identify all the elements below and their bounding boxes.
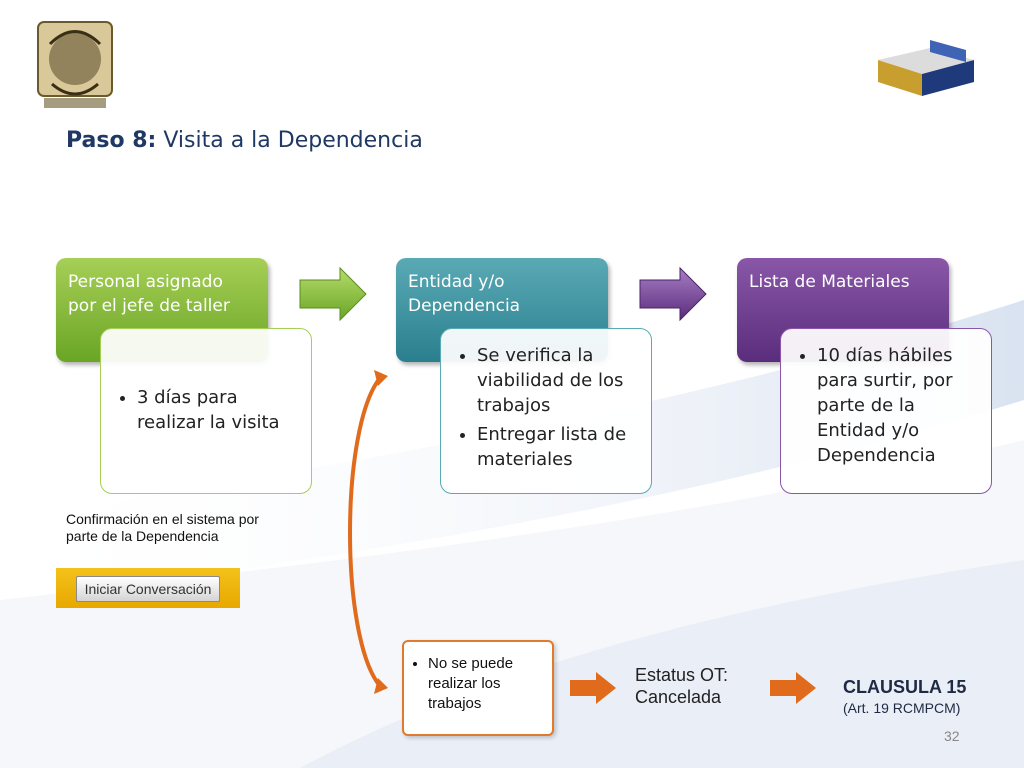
stage-bullet: 3 días para realizar la visita: [137, 385, 297, 435]
start-conversation-button[interactable]: Iniciar Conversación: [76, 576, 220, 602]
stage-bullet: Se verifica la viabilidad de los trabajo…: [477, 343, 637, 418]
status-text: Estatus OT: Cancelada: [635, 664, 765, 708]
stage-bullet: 10 días hábiles para surtir, por parte d…: [817, 343, 977, 468]
right-arrow-icon: [639, 266, 707, 322]
title-step: Paso 8:: [66, 128, 157, 153]
institution-logo: [878, 40, 974, 96]
stage-bullet: Entregar lista de materiales: [477, 422, 637, 472]
title-text: Visita a la Dependencia: [156, 128, 423, 153]
chat-button-bar: Iniciar Conversación: [56, 568, 240, 608]
page-number: 32: [944, 728, 960, 744]
status-value: Estatus OT: Cancelada: [635, 665, 729, 707]
unam-seal-logo: [37, 21, 113, 108]
right-arrow-icon: [570, 672, 616, 704]
stage-heading: Entidad y/o Dependencia: [408, 272, 521, 316]
page-title: Paso 8: Visita a la Dependencia: [66, 128, 423, 153]
curved-arrow-icon: [348, 370, 388, 694]
stage-heading: Lista de Materiales: [749, 272, 910, 292]
right-arrow-icon: [770, 672, 816, 704]
cancel-bullet: No se puede realizar los trabajos: [428, 654, 544, 714]
stage-entidad-card: Se verifica la viabilidad de los trabajo…: [440, 328, 652, 494]
right-arrow-icon: [299, 266, 367, 322]
confirmation-text: Confirmación en el sistema por parte de …: [66, 511, 259, 544]
stage-heading: Personal asignado por el jefe de taller: [68, 272, 230, 316]
cancel-card: No se puede realizar los trabajos: [402, 640, 554, 736]
clause-title: CLAUSULA 15: [843, 677, 967, 697]
stage-materiales-card: 10 días hábiles para surtir, por parte d…: [780, 328, 992, 494]
clause-article: (Art. 19 RCMPCM): [843, 700, 961, 716]
stage-personal-card: 3 días para realizar la visita: [100, 328, 312, 494]
